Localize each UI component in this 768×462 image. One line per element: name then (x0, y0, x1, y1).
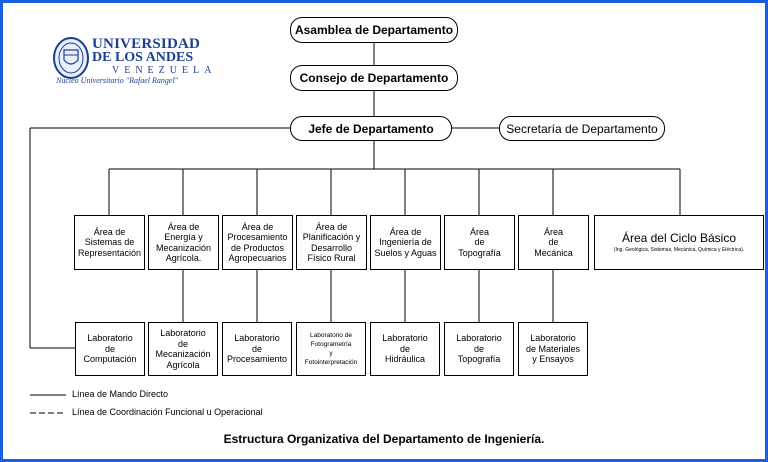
ciclo-basico-subtitle: (Ing. Geológica, Sistemas, Mecánica, Quí… (613, 247, 745, 253)
consejo-node: Consejo de Departamento (290, 65, 458, 91)
logo-line-1: UNIVERSIDAD (92, 36, 201, 52)
area-ciclo-basico-node: Área del Ciclo Básico (Ing. Geológica, S… (594, 215, 764, 270)
jefe-node: Jefe de Departamento (290, 116, 452, 141)
secretaria-node: Secretaría de Departamento (499, 116, 665, 141)
logo-line-2: DE LOS ANDES (92, 50, 194, 65)
legend-coordination-label: Línea de Coordinación Funcional u Operac… (72, 407, 263, 417)
logo-line-4: Núcleo Universitario "Rafael Rangel" (56, 76, 179, 85)
legend-direct-label: Línea de Mando Directo (72, 389, 169, 399)
logo-line-3: VENEZUELA (112, 65, 217, 76)
ciclo-basico-title: Área del Ciclo Básico (621, 231, 737, 245)
asamblea-node: Asamblea de Departamento (290, 17, 458, 43)
university-seal-icon (53, 37, 89, 79)
university-logo: UNIVERSIDAD DE LOS ANDES VENEZUELA Núcle… (56, 36, 217, 86)
diagram-caption: Estructura Organizativa del Departamento… (223, 432, 545, 446)
